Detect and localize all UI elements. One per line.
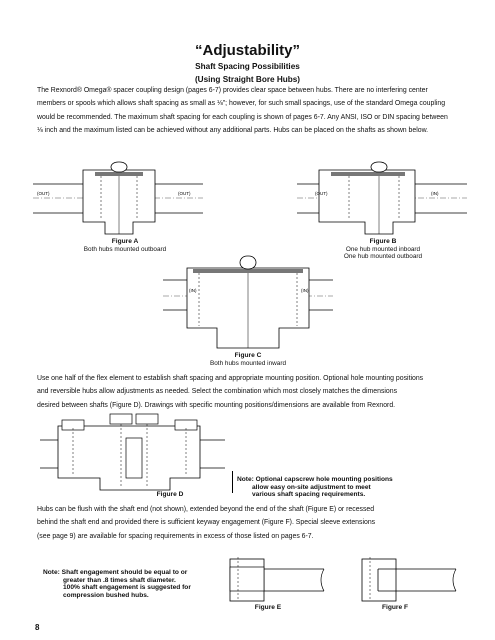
mid-line-3: desired between shafts (Figure D). Drawi… [37,401,396,409]
figure-d-caption: Figure D [150,491,190,499]
figure-b-drawing: (OUT) (IN) [297,161,467,235]
figure-d-title: Figure D [156,491,184,498]
intro-line-2: members or spools which allows shaft spa… [37,100,446,108]
figure-a-right-tag: (OUT) [178,191,191,196]
figure-c-drawing: (IN) (IN) [163,255,333,349]
figure-e-title: Figure E [254,604,282,611]
figure-d-drawing [40,413,225,491]
figure-f-caption: Figure F [375,604,415,612]
lower-line-3: (see page 9) are available for spacing r… [37,532,314,540]
note-bottom-line-4: compression bushed hubs. [63,591,149,599]
subtitle-line-1: Shaft Spacing Possibilities [195,62,300,71]
figure-a-caption: Figure A Both hubs mounted outboard [70,238,180,253]
figure-c-title: Figure C [234,352,262,359]
page-title: “Adjustability” [194,42,300,59]
figure-e-caption: Figure E [248,604,288,612]
page-number: 8 [35,623,40,632]
figure-b-left-tag: (OUT) [315,191,328,196]
lower-paragraph: Hubs can be flush with the shaft end (no… [37,503,467,543]
figure-c-left-tag: (IN) [189,288,197,293]
figure-b-title: Figure B [369,238,397,245]
figure-a-drawing: (OUT) (OUT) [33,161,203,235]
note-bottom-line-1: Note: Shaft engagement should be equal t… [43,569,188,576]
note-bottom-line-3: 100% shaft engagement is suggested for [63,584,191,592]
note-d-line-3: various shaft spacing requirements. [252,491,366,499]
intro-line-1: The Rexnord® Omega® spacer coupling desi… [37,87,428,94]
figure-a-left-tag: (OUT) [37,191,50,196]
note-d-rule [232,471,233,493]
subtitle-line-2: (Using Straight Bore Hubs) [194,75,301,84]
intro-paragraph: The Rexnord® Omega® spacer coupling desi… [37,84,467,137]
mid-line-1: Use one half of the flex element to esta… [37,375,424,382]
figure-e-drawing [229,557,325,602]
note-bottom-line-2: greater than .8 times shaft diameter. [63,576,176,584]
intro-line-3: would be recommended. The maximum shaft … [37,113,448,121]
figure-b-right-tag: (IN) [431,191,439,196]
mid-line-2: and reversible hubs allow adjustments as… [37,388,398,396]
lower-line-1: Hubs can be flush with the shaft end (no… [37,506,375,513]
intro-line-4: ⅛ inch and the maximum listed can be ach… [37,126,429,134]
figure-f-drawing [361,557,457,602]
figure-c-caption: Figure C Both hubs mounted inward [192,352,304,367]
figure-c-right-tag: (IN) [301,288,309,293]
lower-line-2: behind the shaft end and provided there … [37,519,376,527]
mid-paragraph: Use one half of the flex element to esta… [37,372,467,412]
figure-f-title: Figure F [381,604,408,611]
figure-b-desc-1: One hub mounted inboard [345,245,421,253]
figure-a-desc: Both hubs mounted outboard [83,245,167,253]
note-bottom: Note: Shaft engagement should be equal t… [43,569,218,599]
figure-a-title: Figure A [111,238,139,245]
note-d-line-1: Note: Optional capscrew hole mounting po… [237,476,393,483]
figure-c-desc: Both hubs mounted inward [209,359,287,367]
note-d: Note: Optional capscrew hole mounting po… [237,476,437,499]
note-d-line-2: allow easy on-site adjustment to meet [252,483,371,491]
figure-b-desc-2: One hub mounted outboard [343,253,423,261]
figure-b-caption: Figure B One hub mounted inboard One hub… [320,238,446,261]
